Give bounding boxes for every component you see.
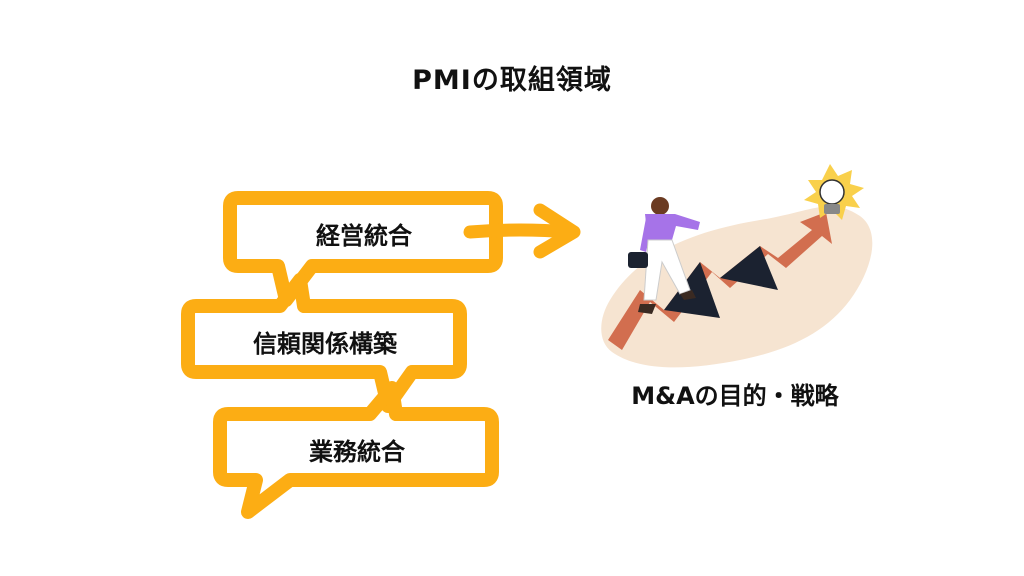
area-label-operations-integration: 業務統合 bbox=[309, 438, 405, 466]
goal-label: M&Aの目的・戦略 bbox=[631, 382, 839, 410]
lightbulb-icon bbox=[804, 164, 864, 220]
arrow-to-goal bbox=[463, 203, 581, 259]
bubble-middle bbox=[181, 273, 467, 413]
area-label-trust-building: 信頼関係構築 bbox=[253, 330, 397, 358]
walking-person-icon bbox=[628, 197, 700, 314]
area-label-management-integration: 経営統合 bbox=[316, 222, 412, 250]
illustration-blob bbox=[601, 206, 873, 368]
page-title: PMIの取組領域 bbox=[412, 65, 612, 96]
bubble-bottom bbox=[213, 381, 499, 519]
